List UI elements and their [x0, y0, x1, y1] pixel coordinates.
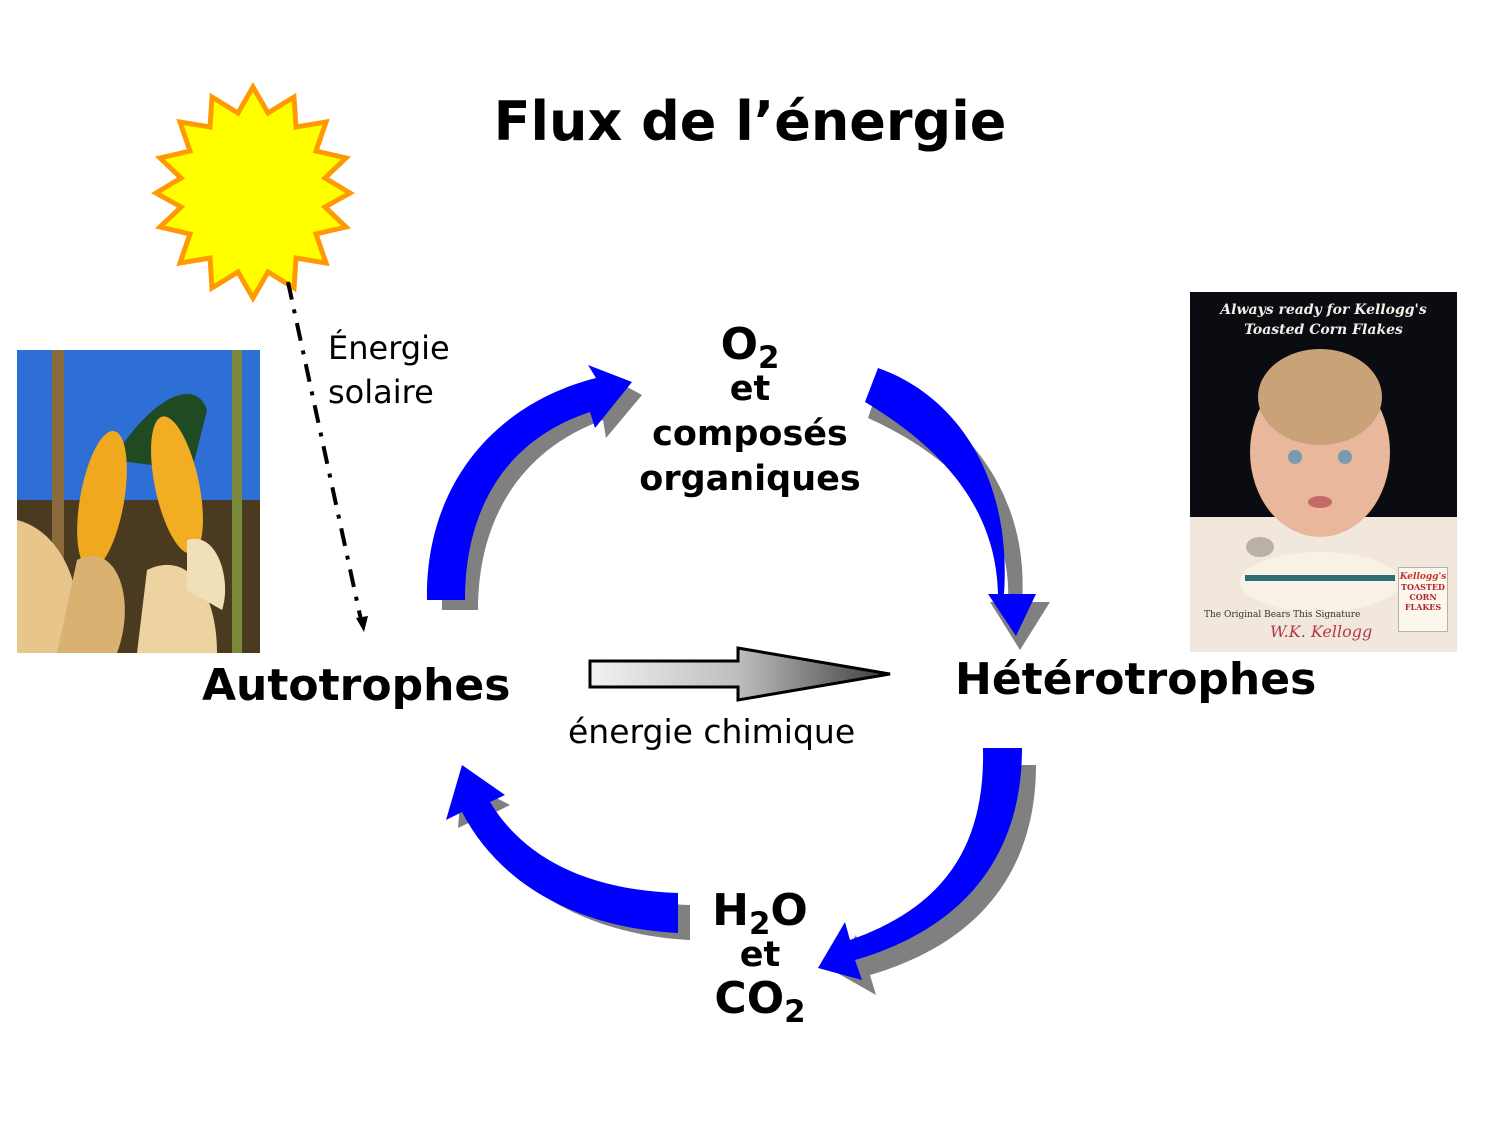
arrow-heterotrophes-to-inorganic [818, 748, 1022, 980]
poster-headline: Always ready for Kellogg's Toasted Corn … [1190, 300, 1457, 340]
cycle-arrows [426, 365, 1036, 980]
top-organiques: organiques [639, 459, 861, 499]
poster-signature: W.K. Kellogg [1270, 622, 1373, 641]
node-autotrophes: Autotrophes [202, 660, 511, 711]
box-line3: FLAKES [1404, 602, 1442, 612]
poster-headline-line1: Always ready for Kellogg's [1220, 302, 1427, 318]
h2o-o: O [770, 885, 808, 936]
node-heterotrophes: Hétérotrophes [955, 654, 1317, 705]
arrow-autotrophes-to-products [426, 365, 632, 600]
h2o-subscript: 2 [748, 906, 771, 943]
poster-footer: The Original Bears This Signature [1204, 610, 1361, 620]
cereal-box: Kellogg's TOASTED CORN FLAKES [1398, 567, 1448, 632]
solar-energy-label: Énergie solaire [328, 326, 450, 414]
top-composes: composés [652, 414, 848, 454]
top-products-label: O2 et composés organiques [620, 322, 880, 502]
poster-headline-line2: Toasted Corn Flakes [1244, 322, 1403, 338]
kellogg-poster: Always ready for Kellogg's Toasted Corn … [1190, 292, 1457, 652]
co2-formula: CO2 [680, 973, 840, 1028]
sun-icon [151, 81, 355, 304]
o2-subscript: 2 [757, 340, 780, 377]
bottom-products-label: H2O et CO2 [680, 885, 840, 1028]
o2-formula: O2 [620, 319, 880, 374]
arrow-inorganic-to-autotrophes [446, 765, 678, 933]
co2-main: CO [714, 973, 785, 1024]
chemical-energy-label: énergie chimique [568, 712, 856, 751]
chemical-energy-arrow [588, 646, 891, 702]
o2-main: O [720, 319, 758, 370]
co2-subscript: 2 [784, 994, 806, 1031]
bottom-et: et [739, 935, 781, 975]
box-brand: Kellogg's [1399, 572, 1447, 582]
arrow-products-to-heterotrophes [865, 368, 1036, 636]
diagram-title: Flux de l’énergie [493, 90, 1007, 153]
corn-illustration [17, 350, 260, 653]
box-line1: TOASTED [1401, 582, 1445, 592]
corn-photo [17, 350, 260, 653]
h2o-formula: H2O [680, 885, 840, 940]
solar-label-line2: solaire [328, 373, 434, 411]
h2o-h: H [712, 885, 749, 936]
solar-label-line1: Énergie [328, 329, 450, 367]
box-line2: CORN [1409, 592, 1437, 602]
top-et: et [729, 369, 771, 409]
solar-energy-arrow [286, 281, 368, 632]
